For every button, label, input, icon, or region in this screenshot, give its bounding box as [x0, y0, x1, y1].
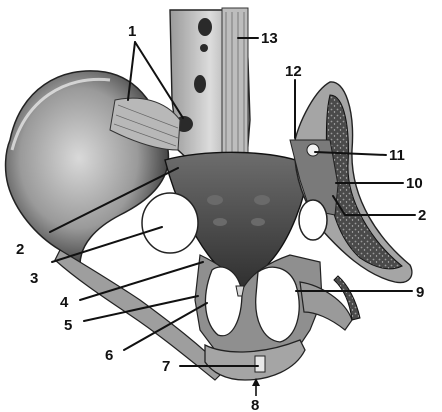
label-2-right: 2: [418, 207, 426, 224]
label-11: 11: [389, 147, 405, 164]
right-greater-sciatic-foramen: [298, 199, 328, 241]
label-5: 5: [64, 317, 72, 334]
left-pelvic-wall: [54, 249, 226, 381]
label-7: 7: [162, 358, 170, 375]
lesser-sciatic-foramen-left: [204, 266, 243, 337]
sacroiliac-ligament: [289, 139, 339, 216]
right-ischium: [299, 281, 353, 331]
label-4: 4: [60, 294, 69, 311]
label-6: 6: [105, 347, 113, 364]
label-3: 3: [30, 270, 38, 287]
label-13: 13: [261, 30, 278, 47]
label-1: 1: [128, 23, 136, 40]
label-12: 12: [285, 63, 302, 80]
left-greater-sciatic-foramen: [141, 192, 199, 254]
label-10: 10: [406, 175, 423, 192]
lesser-sciatic-foramen-right: [255, 266, 300, 343]
label-8: 8: [251, 397, 259, 412]
label-9: 9: [416, 284, 424, 301]
iliolumbar-ligament: [109, 97, 181, 151]
label-2-left: 2: [16, 241, 24, 258]
